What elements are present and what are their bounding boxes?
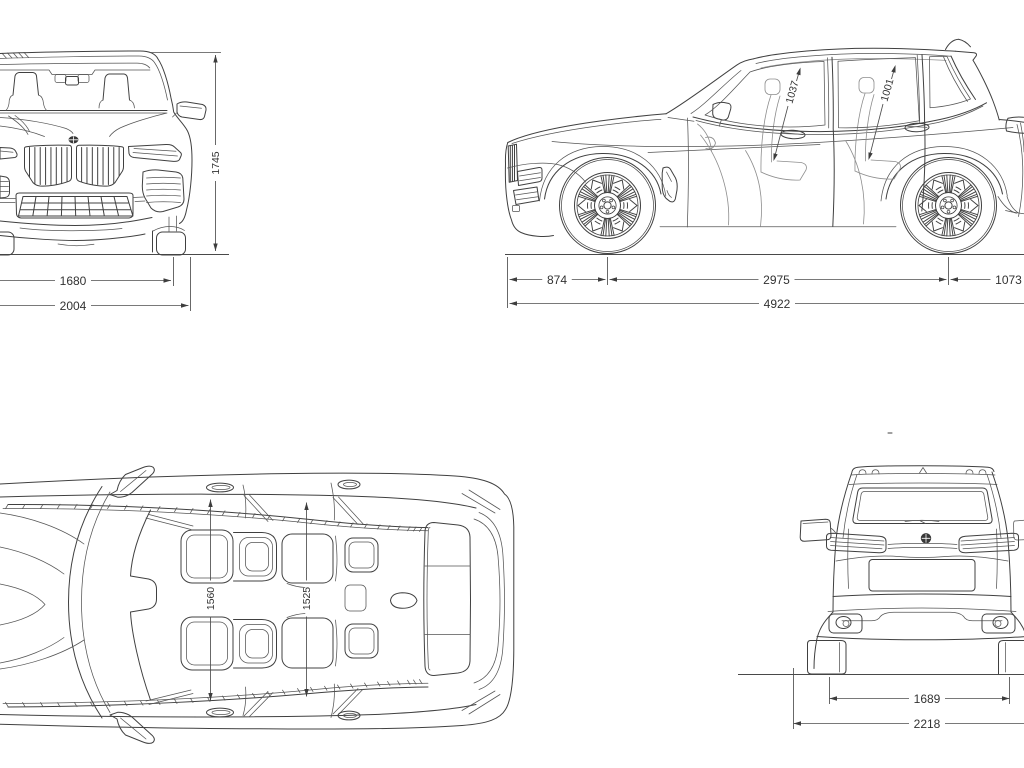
svg-text:2975: 2975 — [763, 273, 790, 287]
svg-text:2218: 2218 — [914, 717, 941, 731]
svg-text:1560: 1560 — [206, 587, 217, 610]
svg-text:1745: 1745 — [211, 151, 222, 174]
svg-text:1073: 1073 — [995, 273, 1022, 287]
svg-text:1680: 1680 — [60, 274, 87, 288]
svg-text:1525: 1525 — [302, 587, 313, 610]
svg-text:4922: 4922 — [764, 297, 791, 311]
svg-text:1689: 1689 — [914, 692, 941, 706]
svg-text:874: 874 — [547, 273, 567, 287]
svg-text:2004: 2004 — [60, 299, 87, 313]
